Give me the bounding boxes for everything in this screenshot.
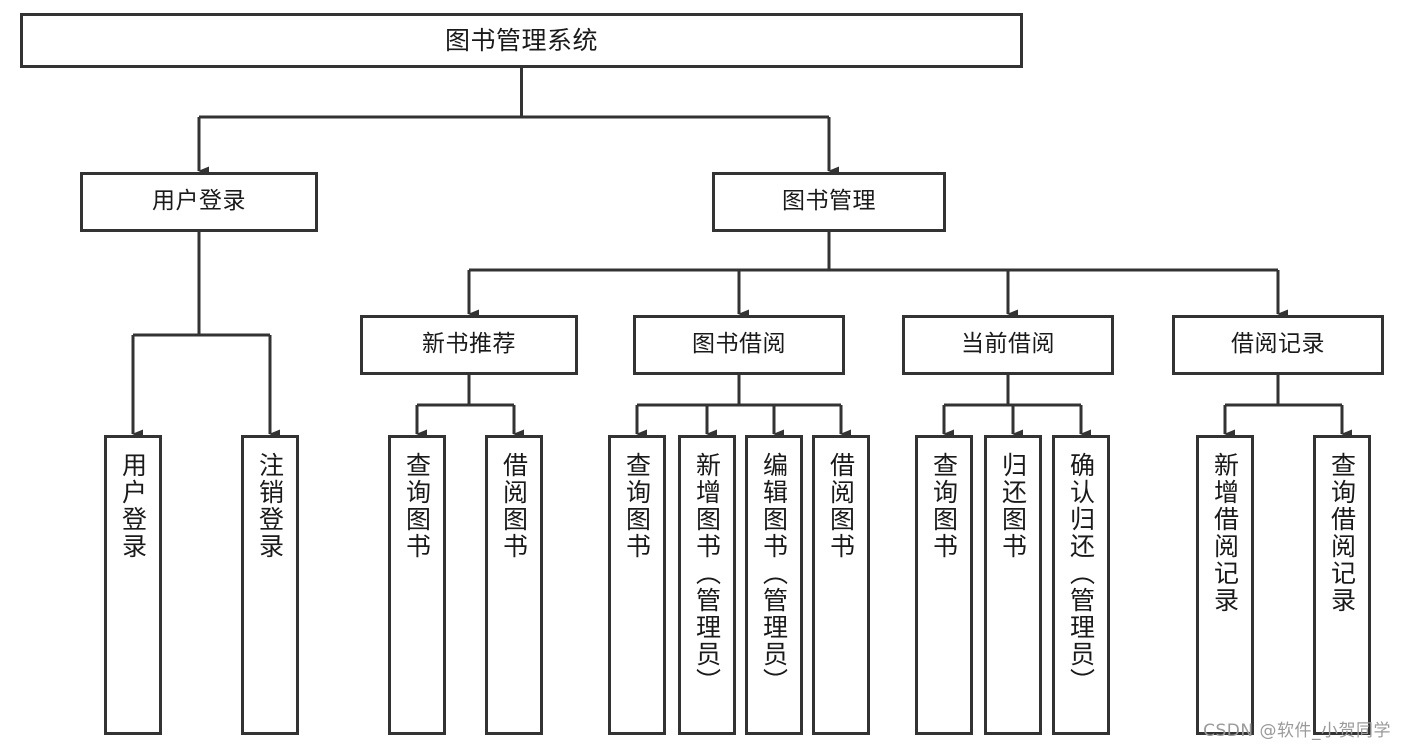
node-l3-12[interactable]: 查询借阅记录 xyxy=(1313,435,1371,735)
node-l3-8[interactable]: 查询图书 xyxy=(915,435,973,735)
node-l2-0[interactable]: 新书推荐 xyxy=(360,315,578,375)
node-l2-1[interactable]: 图书借阅 xyxy=(633,315,845,375)
node-label: 查询图书 xyxy=(402,452,432,560)
node-l3-2[interactable]: 查询图书 xyxy=(388,435,446,735)
node-l3-0[interactable]: 用户登录 xyxy=(104,435,162,735)
node-label: 查询图书 xyxy=(929,452,959,560)
node-l3-1[interactable]: 注销登录 xyxy=(241,435,299,735)
node-label: 查询图书 xyxy=(622,452,652,560)
node-l2-2[interactable]: 当前借阅 xyxy=(902,315,1114,375)
watermark-text: CSDN @软件_小贺同学 xyxy=(1203,721,1391,741)
node-l2-3[interactable]: 借阅记录 xyxy=(1172,315,1384,375)
node-label: 归还图书 xyxy=(998,452,1028,560)
node-label: 注销登录 xyxy=(255,452,285,560)
node-l3-7[interactable]: 借阅图书 xyxy=(812,435,870,735)
node-root[interactable]: 图书管理系统 xyxy=(20,13,1023,68)
node-label: 新书推荐 xyxy=(422,331,516,358)
node-l3-10[interactable]: 确认归还（管理员） xyxy=(1052,435,1110,735)
node-l3-5[interactable]: 新增图书（管理员） xyxy=(678,435,736,735)
node-label: 用户登录 xyxy=(118,452,148,560)
node-label: 图书管理系统 xyxy=(444,25,598,55)
node-label: 用户登录 xyxy=(152,188,246,215)
node-label: 编辑图书（管理员） xyxy=(759,452,789,695)
node-l3-4[interactable]: 查询图书 xyxy=(608,435,666,735)
node-l1-1[interactable]: 图书管理 xyxy=(712,172,946,232)
node-label: 借阅图书 xyxy=(826,452,856,560)
node-l3-3[interactable]: 借阅图书 xyxy=(485,435,543,735)
node-l3-9[interactable]: 归还图书 xyxy=(984,435,1042,735)
node-label: 新增借阅记录 xyxy=(1210,452,1240,614)
node-l3-6[interactable]: 编辑图书（管理员） xyxy=(745,435,803,735)
node-label: 借阅记录 xyxy=(1231,331,1325,358)
node-label: 图书借阅 xyxy=(692,331,786,358)
node-l3-11[interactable]: 新增借阅记录 xyxy=(1196,435,1254,735)
node-label: 当前借阅 xyxy=(961,331,1055,358)
node-label: 查询借阅记录 xyxy=(1327,452,1357,614)
node-label: 图书管理 xyxy=(782,188,876,215)
node-label: 借阅图书 xyxy=(499,452,529,560)
node-label: 确认归还（管理员） xyxy=(1066,452,1096,695)
node-l1-0[interactable]: 用户登录 xyxy=(80,172,318,232)
node-label: 新增图书（管理员） xyxy=(692,452,722,695)
